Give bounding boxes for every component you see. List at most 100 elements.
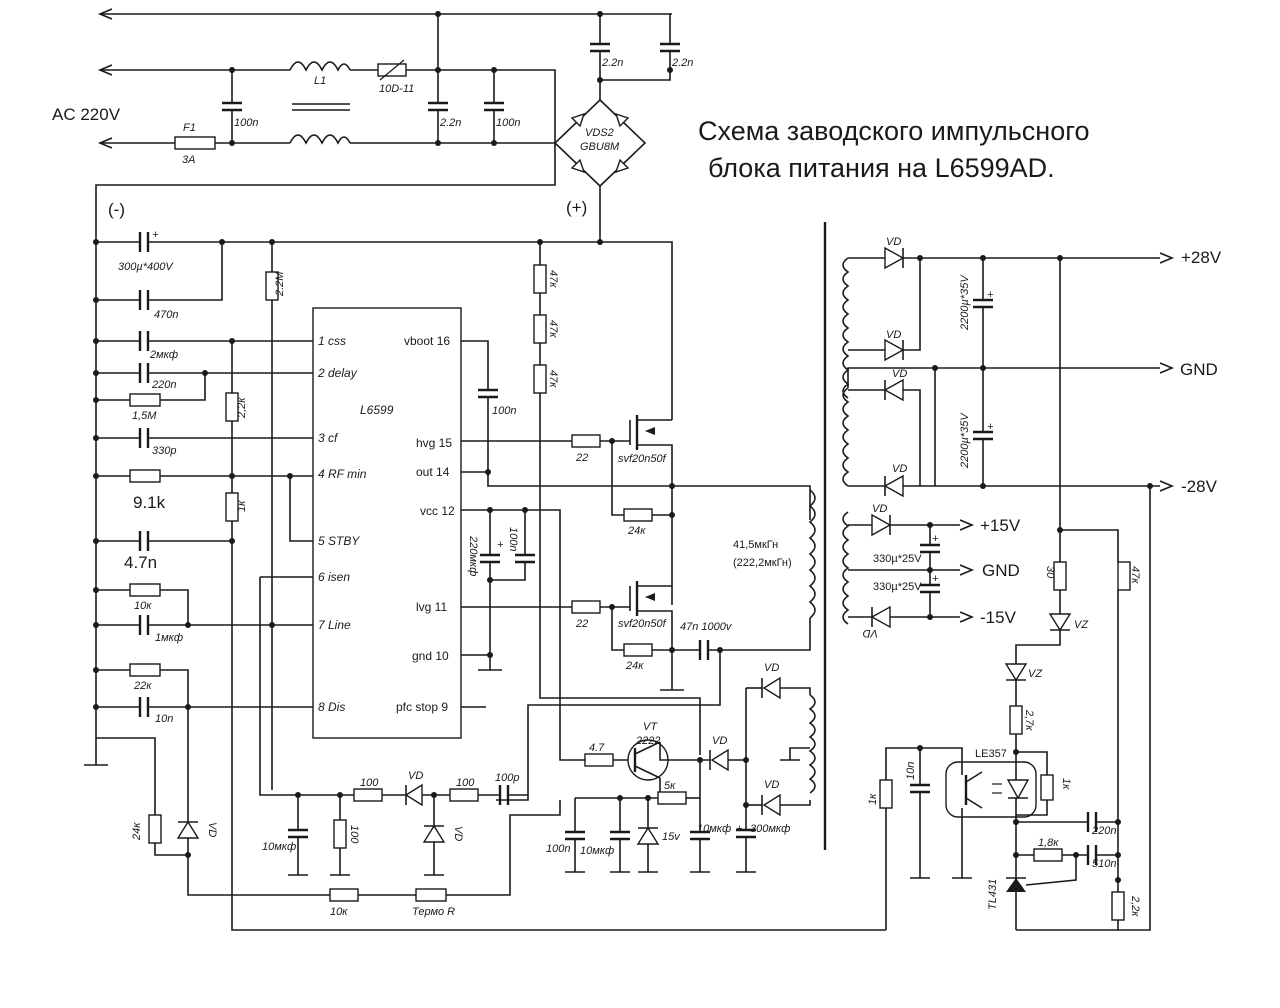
secondary-winding-3 (842, 511, 850, 625)
ic-body (312, 307, 462, 739)
junction (1115, 877, 1121, 883)
r-delay-label: 1,5M (132, 410, 157, 422)
vd-e-label: VD (872, 503, 887, 515)
diode-icon (884, 246, 905, 270)
wire (160, 589, 189, 625)
arrow-left-icon (97, 8, 113, 20)
junction (491, 67, 497, 73)
junction (1115, 852, 1121, 858)
title-line-1: Схема заводского импульсного (698, 116, 1090, 146)
resistor-gs-high (623, 508, 653, 522)
aux-winding (808, 694, 816, 794)
zener-icon (636, 826, 660, 845)
wire (461, 471, 811, 520)
junction (435, 67, 441, 73)
resistor-100-a (353, 788, 383, 802)
wire (637, 610, 673, 690)
r-dis-label: 22к (133, 680, 152, 692)
ic-pin-10: gnd 10 (412, 649, 449, 663)
cap-15b-label: 330µ*25V (873, 581, 922, 593)
zener-icon (1004, 663, 1028, 682)
bridge-cap-2-label: 2.2n (671, 57, 693, 69)
resistor-4r7 (584, 753, 614, 767)
res-cap-label: 47n 1000v (680, 621, 733, 633)
resistor-1k-a (879, 779, 893, 809)
zener-15v-label: 15v (662, 831, 681, 843)
c220n-label: 220n (1091, 825, 1116, 837)
rail-gnd-label: GND (1180, 360, 1218, 379)
junction (93, 435, 99, 441)
resistor-47k-fb (1117, 561, 1131, 591)
rail-plus28-label: +28V (1181, 248, 1222, 267)
vz1-label: VZ (1074, 619, 1089, 631)
title-line-2: блока питания на L6599AD. (708, 153, 1055, 183)
wire (490, 562, 526, 581)
junction (597, 11, 603, 17)
wire (154, 843, 188, 856)
wire (659, 742, 710, 761)
wire (780, 800, 811, 806)
vd-f-label: VD (863, 627, 878, 639)
vd-aux-label: VD (712, 735, 727, 747)
wire (780, 687, 811, 695)
r5k-label: 5к (664, 780, 676, 792)
diode-icon (762, 793, 781, 817)
junction (93, 704, 99, 710)
optocoupler (945, 761, 1037, 818)
resistor-100-v (333, 819, 347, 849)
r47k-fb-label: 47к (1129, 566, 1141, 584)
secondary-winding-1 (842, 257, 850, 399)
bridge-cap-1-label: 2.2n (601, 57, 623, 69)
vcc-cap-2-label: 100n (507, 527, 519, 551)
diode-icon (404, 783, 423, 807)
c300-label: 300мкф (750, 823, 790, 835)
arrow-right-icon (1159, 480, 1175, 492)
resistor-47k-1 (533, 264, 547, 294)
cap-x2-label: 100n (496, 117, 520, 129)
choke-winding-2 (289, 134, 351, 145)
wire (903, 389, 921, 486)
diode-icon (883, 378, 904, 402)
diode-icon (883, 474, 904, 498)
secondary-winding-2 (842, 387, 850, 487)
vd-bot-label: VD (764, 779, 779, 791)
arrow-left-icon (97, 137, 113, 149)
junction (93, 397, 99, 403)
ac-input-label: AC 220V (52, 105, 121, 124)
resistor-47k-3 (533, 364, 547, 394)
junction (1057, 527, 1063, 533)
wire (789, 747, 810, 760)
half-bridge: 100n 47к 47к 47к 22 svf20n50f 24к (461, 242, 816, 801)
resistor-1k8 (1033, 848, 1063, 862)
ic-pin-4: 4 RF min (318, 467, 367, 481)
wire (446, 800, 561, 896)
r100-b-label: 100 (456, 777, 475, 789)
varistor-slash (379, 59, 405, 81)
opto-transistor-c (965, 771, 983, 783)
r47k-2-label: 47к (547, 320, 559, 338)
cap-top-label: 2200µ*35V (959, 274, 971, 331)
ic-pin-6: 6 isen (318, 570, 350, 584)
resistor-gs-low (623, 643, 653, 657)
wire (539, 393, 701, 755)
wire (148, 242, 223, 301)
r100-a-label: 100 (360, 777, 379, 789)
resistor-10k-b (329, 888, 359, 902)
resistor-gate-high (571, 434, 601, 448)
wire (600, 51, 671, 81)
wire (885, 747, 963, 780)
junction (93, 538, 99, 544)
junction (93, 370, 99, 376)
vcc-cap-1-label: 220мкф (467, 535, 479, 576)
resistor-rfmin (129, 469, 161, 483)
c-delay-label: 220n (151, 379, 176, 391)
resistor-1k-b (1040, 774, 1054, 801)
junction (927, 567, 933, 573)
bridge-ref: VDS2 (585, 127, 614, 139)
plus-mark: + (152, 229, 159, 241)
resistor-2k2-fb (1111, 891, 1125, 921)
vd-d-label: VD (892, 463, 907, 475)
gs-r-low-label: 24к (625, 660, 644, 672)
wire (637, 444, 673, 605)
cap-y-label: 2.2n (439, 117, 461, 129)
